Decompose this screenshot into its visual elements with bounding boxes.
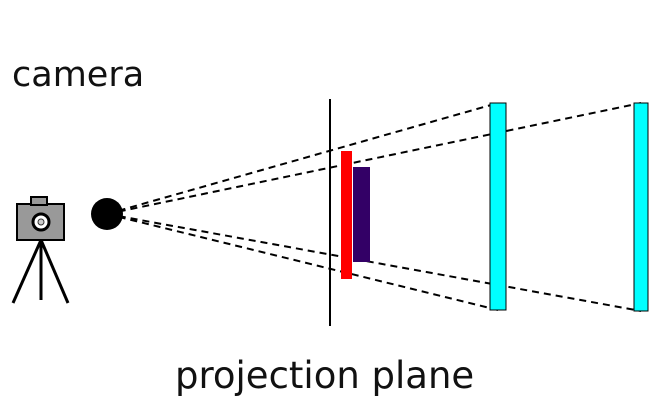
ray-to-far-cyan-top bbox=[106, 102, 642, 215]
ray-to-near-cyan-bottom bbox=[106, 213, 499, 311]
projection-rays bbox=[106, 102, 642, 312]
ray-to-far-cyan-bottom bbox=[106, 213, 642, 312]
purple-projected-object bbox=[353, 167, 370, 262]
camera-lens-center bbox=[37, 218, 45, 226]
red-projected-object bbox=[341, 151, 352, 279]
camera-on-tripod-icon bbox=[11, 196, 70, 304]
camera-viewfinder bbox=[30, 196, 48, 206]
tripod-left-leg bbox=[11, 239, 43, 304]
projection-plane-label: projection plane bbox=[175, 354, 475, 397]
far-cyan-object bbox=[633, 102, 649, 312]
near-cyan-object bbox=[489, 102, 507, 311]
tripod-right-leg bbox=[39, 239, 70, 304]
ray-to-near-cyan-top bbox=[106, 102, 499, 215]
camera-label: camera bbox=[12, 55, 145, 95]
